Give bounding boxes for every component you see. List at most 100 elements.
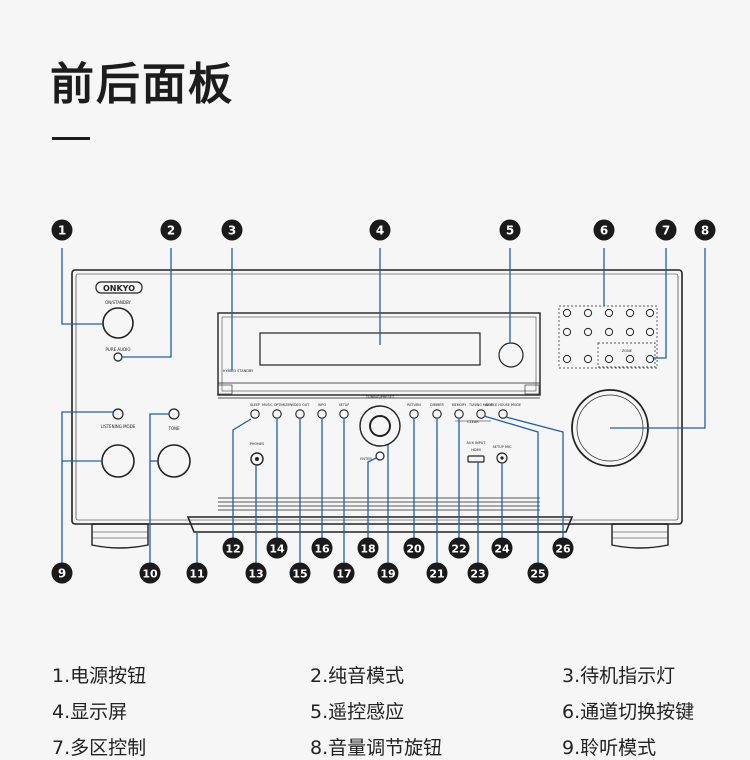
svg-text:8: 8 — [701, 223, 709, 237]
phones-jack[interactable] — [250, 452, 264, 466]
tuning-mode-button[interactable] — [476, 409, 486, 419]
callout-badge-23: 23 — [467, 562, 489, 584]
leader-line — [122, 248, 172, 358]
return-button[interactable] — [409, 409, 419, 419]
callout-badge-7: 7 — [655, 219, 677, 241]
music-optimizer-label: MUSIC OPTIMIZER — [262, 403, 292, 407]
caption-item: 9.聆听模式 — [562, 737, 657, 759]
callout-badge-14: 14 — [266, 537, 288, 559]
tone-button[interactable] — [168, 408, 180, 420]
leader-line — [610, 248, 706, 429]
input-button[interactable] — [645, 354, 655, 364]
input-button[interactable] — [583, 308, 593, 318]
callout-badge-24: 24 — [491, 537, 513, 559]
svg-text:21: 21 — [429, 567, 444, 580]
setup-mic-jack[interactable] — [496, 452, 508, 464]
dimmer-button[interactable] — [432, 409, 442, 419]
input-button[interactable] — [583, 327, 593, 337]
leader-line — [367, 457, 377, 550]
input-button[interactable] — [562, 308, 572, 318]
whole-house-mode-label: WHOLE HOUSE MODE — [485, 403, 521, 407]
caption-item: 5.遥控感应 — [310, 701, 405, 723]
input-button[interactable] — [604, 308, 614, 318]
memory-label: MEMORY — [452, 403, 467, 407]
pure-audio-button[interactable] — [113, 352, 123, 362]
caption-item: 3.待机指示灯 — [562, 665, 676, 687]
input-button[interactable] — [645, 308, 655, 318]
svg-text:12: 12 — [225, 542, 240, 555]
callout-badge-16: 16 — [311, 537, 333, 559]
caption-item: 2.纯音模式 — [310, 665, 405, 687]
callout-badge-21: 21 — [426, 562, 448, 584]
input-button[interactable] — [583, 354, 593, 364]
callout-badge-9: 9 — [51, 562, 73, 584]
listening-mode-button[interactable] — [112, 408, 124, 420]
svg-text:22: 22 — [451, 542, 466, 555]
onkyo-logo: ONKYO — [95, 281, 143, 294]
listening-mode-knob[interactable] — [101, 444, 135, 478]
sleep-label: SLEEP — [250, 403, 260, 407]
caption-item: 4.显示屏 — [52, 701, 128, 723]
input-buttons[interactable] — [562, 308, 655, 364]
svg-text:13: 13 — [248, 567, 263, 580]
leader-line — [61, 248, 103, 325]
svg-text:10: 10 — [142, 567, 158, 580]
svg-text:19: 19 — [380, 567, 395, 580]
leader-line — [232, 418, 252, 550]
power-button[interactable] — [102, 307, 134, 339]
hybrid-standby-label: HYBRID STANDBY — [223, 369, 254, 373]
video-out-button[interactable] — [295, 409, 305, 419]
input-button[interactable] — [562, 354, 572, 364]
callout-badge-6: 6 — [593, 219, 615, 241]
setup-button[interactable] — [339, 409, 349, 419]
input-button[interactable] — [645, 327, 655, 337]
tone-knob[interactable] — [157, 444, 191, 478]
leader-lines — [61, 248, 706, 573]
callout-badge-22: 22 — [448, 537, 470, 559]
input-button[interactable] — [625, 354, 635, 364]
video-out-label: VIDEO OUT — [291, 403, 311, 407]
svg-text:9: 9 — [58, 566, 66, 580]
callout-badge-4: 4 — [369, 219, 391, 241]
callout-badge-3: 3 — [221, 219, 243, 241]
callout-badge-26: 26 — [552, 537, 574, 559]
callout-badge-10: 10 — [139, 562, 161, 584]
leader-line — [654, 248, 667, 359]
tuning-knob[interactable] — [359, 405, 401, 447]
caption-item: 1.电源按钮 — [52, 665, 147, 687]
whole-house-mode-button[interactable] — [498, 409, 508, 419]
info-label: INFO — [318, 403, 326, 407]
caption-item: 8.音量调节旋钮 — [310, 737, 443, 759]
music-optimizer-button[interactable] — [272, 409, 282, 419]
setup-label: SETUP — [339, 403, 350, 407]
svg-text:ONKYO: ONKYO — [103, 284, 135, 293]
leader-line — [149, 413, 169, 573]
listening-mode-label: LISTENING MODE — [101, 424, 136, 429]
svg-text:23: 23 — [470, 567, 485, 580]
svg-text:14: 14 — [269, 542, 285, 555]
callout-badge-13: 13 — [245, 562, 267, 584]
input-button[interactable] — [625, 308, 635, 318]
caption-item: 7.多区控制 — [52, 737, 147, 759]
callout-badge-2: 2 — [160, 219, 182, 241]
receiver-feet — [91, 523, 669, 549]
dimmer-label: DIMMER — [430, 403, 444, 407]
svg-text:11: 11 — [189, 567, 204, 580]
input-button[interactable] — [604, 354, 614, 364]
aux-hdmi-port[interactable] — [467, 455, 485, 463]
callout-badge-15: 15 — [289, 562, 311, 584]
sleep-button[interactable] — [250, 409, 260, 419]
svg-text:20: 20 — [406, 542, 422, 555]
input-button[interactable] — [625, 327, 635, 337]
memory-button[interactable] — [454, 409, 464, 419]
info-button[interactable] — [317, 409, 327, 419]
svg-text:25: 25 — [530, 567, 545, 580]
enter-button[interactable] — [375, 451, 385, 461]
front-panel-diagram: ONKYO ON/STANDBY PURE AUDIO LISTENING MO… — [51, 219, 716, 584]
input-button[interactable] — [562, 327, 572, 337]
callout-badge-8: 8 — [694, 219, 716, 241]
enter-label: ENTER — [360, 457, 372, 461]
input-button[interactable] — [604, 327, 614, 337]
